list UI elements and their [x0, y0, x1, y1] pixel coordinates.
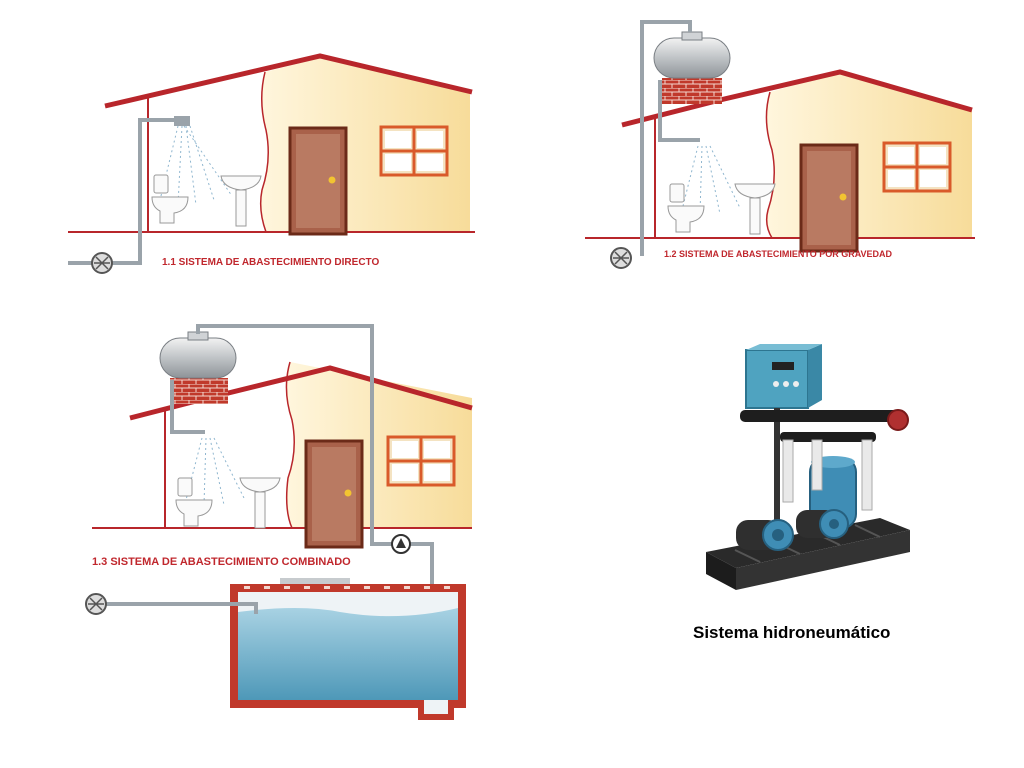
brick-base	[170, 378, 228, 404]
sink-icon	[239, 477, 281, 529]
window-icon	[386, 435, 456, 487]
caption-directo: 1.1 SISTEMA DE ABASTECIMIENTO DIRECTO	[162, 257, 379, 268]
door-icon	[799, 143, 859, 253]
control-panel	[745, 349, 809, 409]
caption-combinado: 1.3 SISTEMA DE ABASTECIMIENTO COMBINADO	[92, 556, 351, 568]
brick-base	[662, 78, 722, 104]
panel-combinado	[85, 324, 473, 720]
caption-hidroneumatico: Sistema hidroneumático	[693, 623, 890, 642]
water-meter-icon	[91, 252, 113, 274]
toilet-icon	[151, 174, 189, 224]
door-icon	[288, 126, 348, 236]
sink-icon	[220, 175, 262, 227]
pump-right	[796, 509, 849, 539]
toilet-icon	[175, 477, 213, 527]
shower-spray-icon	[159, 125, 233, 206]
caption-gravedad: 1.2 SISTEMA DE ABASTECIMIENTO POR GRAVED…	[664, 249, 893, 259]
elevated-tank-icon	[653, 31, 731, 79]
door-icon	[304, 439, 364, 549]
toilet-icon	[667, 183, 705, 233]
panel-gravedad	[585, 20, 975, 269]
shower-spray-icon	[185, 437, 245, 506]
window-icon	[379, 125, 449, 177]
window-icon	[882, 141, 952, 193]
panel-directo	[68, 53, 475, 274]
hydropneumatic-system-image	[706, 344, 910, 590]
shower-spray-icon	[681, 145, 741, 215]
cistern-tank	[230, 578, 466, 720]
elevated-tank-icon	[159, 331, 237, 379]
water-meter-icon	[85, 593, 107, 615]
water-meter-icon	[610, 247, 632, 269]
pump-left	[736, 519, 794, 551]
